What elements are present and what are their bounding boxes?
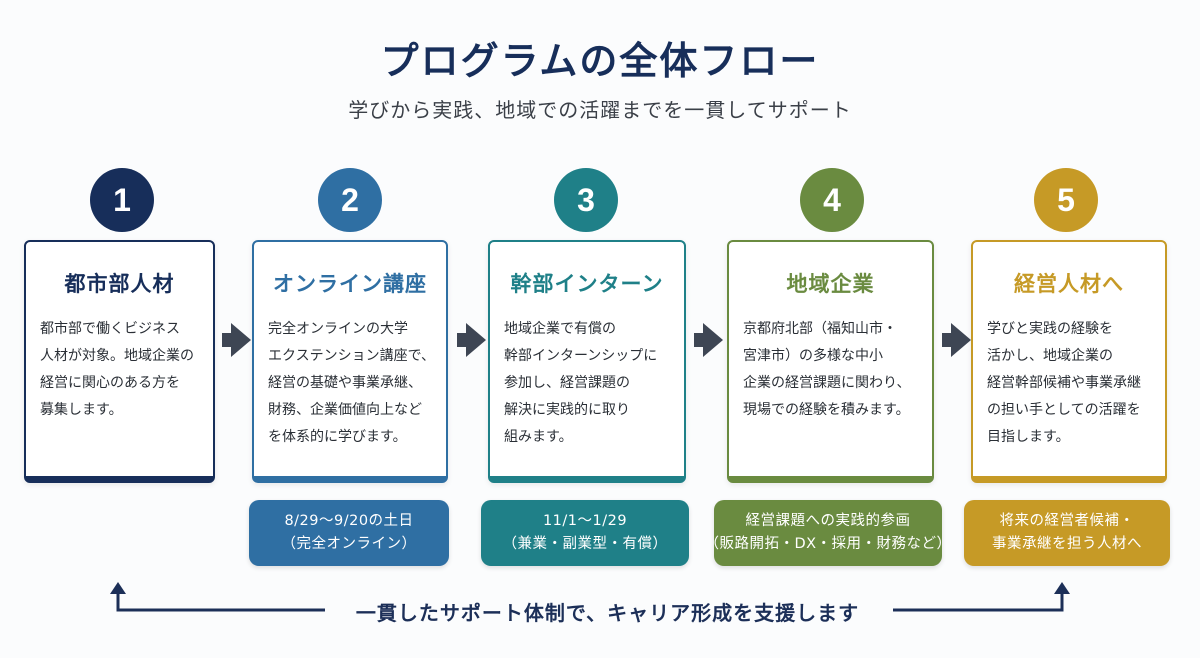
left-arrow-head	[110, 582, 126, 594]
step-description-line: 人材が対象。地域企業の	[40, 348, 194, 364]
step-description-line: 解決に実践的に取り	[504, 402, 630, 418]
step-description: 学びと実践の経験を活かし、地域企業の経営幹部候補や事業承継の担い手としての活躍を…	[987, 316, 1155, 451]
badge-line: （兼業・副業型・有償）	[502, 536, 668, 552]
step-description-line: の担い手としての活躍を	[987, 402, 1141, 418]
step-description-line: 組みます。	[504, 429, 573, 445]
step-description-line: 宮津市）の多様な中小	[743, 348, 883, 364]
flow-arrow-icon	[951, 323, 971, 357]
badge-line: 将来の経営者候補・	[999, 513, 1135, 529]
step-description-line: 幹部インターンシップに	[504, 348, 658, 364]
step-description-line: 企業の経営課題に関わり、	[743, 375, 911, 391]
badge-line: （完全オンライン）	[281, 536, 417, 552]
step-description: 京都府北部（福知山市・宮津市）の多様な中小企業の経営課題に関わり、現場での経験を…	[743, 316, 922, 424]
step-card-1: 都市部人材都市部で働くビジネス人材が対象。地域企業の経営に関心のある方を募集しま…	[24, 240, 215, 483]
step-description: 都市部で働くビジネス人材が対象。地域企業の経営に関心のある方を募集します。	[40, 316, 203, 424]
step-description-line: 経営に関心のある方を	[40, 375, 180, 391]
step-title: オンライン講座	[273, 272, 427, 296]
left-return-arrow	[116, 590, 325, 612]
step-title: 経営人材へ	[1014, 272, 1124, 296]
step-description-line: 完全オンラインの大学	[268, 321, 408, 337]
flow-arrow-icon	[466, 323, 486, 357]
step-number-5: 5	[1034, 168, 1098, 232]
right-return-arrow	[893, 590, 1064, 612]
step-description-line: エクステンション講座で、	[268, 348, 436, 364]
step-number-1: 1	[90, 168, 154, 232]
page-subtitle: 学びから実践、地域での活躍までを一貫してサポート	[348, 98, 852, 122]
step-description-line: 活かし、地域企業の	[987, 348, 1113, 364]
step-description-line: 京都府北部（福知山市・	[743, 321, 897, 337]
step-badge-5: 将来の経営者候補・事業承継を担う人材へ	[964, 500, 1170, 566]
step-description: 完全オンラインの大学エクステンション講座で、経営の基礎や事業承継、財務、企業価値…	[268, 316, 436, 451]
page-title: プログラムの全体フロー	[380, 39, 820, 83]
badge-line: 経営課題への実践的参画	[745, 513, 911, 529]
step-description-line: 財務、企業価値向上など	[268, 402, 422, 418]
step-badge-3: 11/1〜1/29 （兼業・副業型・有償）	[481, 500, 689, 566]
step-description-line: 現場での経験を積みます。	[743, 402, 910, 418]
step-number-3: 3	[554, 168, 618, 232]
step-description-line: 都市部で働くビジネス	[40, 321, 180, 337]
step-description-line: を体系的に学びます。	[268, 429, 407, 445]
flow-arrow-stem	[942, 333, 952, 347]
step-badge-4: 経営課題への実践的参画 （販路開拓・DX・採用・財務など）	[704, 500, 951, 566]
flow-arrow-icon	[231, 323, 251, 357]
step-card-4: 地域企業京都府北部（福知山市・宮津市）の多様な中小企業の経営課題に関わり、現場で…	[727, 240, 934, 483]
step-description-line: 地域企業で有償の	[504, 321, 616, 337]
step-description: 地域企業で有償の幹部インターンシップに参加し、経営課題の解決に実践的に取り組みま…	[504, 316, 674, 451]
right-arrow-head	[1054, 582, 1070, 594]
step-card-5: 経営人材へ学びと実践の経験を活かし、地域企業の経営幹部候補や事業承継の担い手とし…	[971, 240, 1167, 483]
step-badge-2: 8/29〜9/20の土日 （完全オンライン）	[249, 500, 449, 566]
step-number-2: 2	[318, 168, 382, 232]
step-description-line: 参加し、経営課題の	[504, 375, 630, 391]
flow-arrow-stem	[222, 333, 232, 347]
step-description-line: 学びと実践の経験を	[987, 321, 1113, 337]
step-number-4: 4	[800, 168, 864, 232]
badge-line: 事業承継を担う人材へ	[992, 536, 1142, 552]
step-description-line: 経営幹部候補や事業承継	[987, 375, 1141, 391]
bottom-support-text: 一貫したサポート体制で、キャリア形成を支援します	[355, 601, 860, 625]
badge-line: 11/1〜1/29	[542, 513, 628, 529]
badge-line: 8/29〜9/20の土日	[284, 513, 414, 529]
step-title: 幹部インターン	[510, 272, 664, 296]
step-description-line: 目指します。	[987, 429, 1070, 445]
flow-arrow-stem	[694, 333, 704, 347]
badge-line: （販路開拓・DX・採用・財務など）	[704, 536, 952, 552]
step-title: 地域企業	[786, 272, 875, 296]
step-card-2: オンライン講座完全オンラインの大学エクステンション講座で、経営の基礎や事業承継、…	[252, 240, 448, 483]
step-description-line: 募集します。	[40, 402, 123, 418]
step-card-3: 幹部インターン地域企業で有償の幹部インターンシップに参加し、経営課題の解決に実践…	[488, 240, 686, 483]
step-title: 都市部人材	[64, 272, 175, 296]
flow-arrow-stem	[457, 333, 467, 347]
flow-arrow-icon	[703, 323, 723, 357]
step-description-line: 経営の基礎や事業承継、	[268, 375, 422, 391]
